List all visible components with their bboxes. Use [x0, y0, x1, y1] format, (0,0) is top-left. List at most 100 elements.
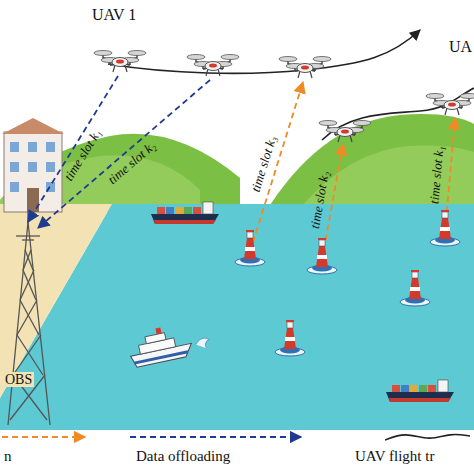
buoy	[307, 238, 337, 274]
ship-bridge	[203, 202, 213, 214]
drone-body	[297, 64, 313, 73]
container	[157, 207, 165, 214]
drone-light	[116, 60, 124, 64]
buoy-body	[409, 278, 421, 299]
rotor	[221, 55, 239, 60]
rotor	[187, 55, 205, 60]
legend-curve	[385, 435, 470, 440]
rotor	[279, 57, 297, 62]
drone-leg	[298, 71, 300, 78]
legend-item: UAV flight tr	[355, 430, 472, 472]
drone-body	[444, 101, 460, 110]
buoy-cap	[411, 270, 419, 272]
drone-body	[205, 62, 221, 71]
legend-text: UAV flight tr	[355, 448, 434, 465]
legend-sample	[2, 430, 90, 444]
legend-arrow	[130, 436, 301, 438]
offload-line	[38, 80, 210, 228]
container	[428, 385, 436, 392]
drone-light	[209, 64, 217, 68]
drone-leg	[206, 69, 208, 76]
drone-light	[301, 66, 309, 70]
buoy-body	[439, 218, 451, 239]
legend-text: Data offloading	[136, 448, 230, 465]
ship-deck	[145, 333, 166, 344]
ship-hull	[151, 214, 219, 224]
buoy-cap	[441, 210, 449, 212]
drone-leg	[113, 65, 115, 72]
uav-label: UA	[449, 38, 472, 56]
drone-leg	[445, 108, 447, 115]
buoy-lamp	[442, 212, 448, 218]
buoy-lamp	[319, 240, 325, 246]
buoy-stripe	[285, 337, 295, 341]
ship-hull	[386, 392, 454, 402]
rotor	[319, 121, 337, 126]
legend-sample	[385, 430, 474, 444]
uav-drone	[426, 94, 474, 116]
buoy-stripe	[440, 227, 450, 231]
buoy-lamp	[247, 232, 253, 238]
station-label: OBS	[3, 372, 34, 387]
ship-hull-stripe	[154, 220, 216, 224]
uav-label: UAV 1	[92, 6, 136, 24]
rotor	[94, 51, 112, 56]
buoy-cap	[286, 320, 294, 322]
flight-trajectory	[322, 88, 474, 140]
rotor	[128, 51, 146, 56]
buoy-stripe	[317, 255, 327, 259]
time-slot-label: time slot k₃	[249, 134, 280, 194]
buoy-cap	[318, 238, 326, 240]
base-station-tower	[8, 212, 50, 425]
container	[184, 207, 192, 214]
buoy	[275, 320, 305, 356]
buoy-stripe	[410, 287, 420, 291]
ship-funnel	[155, 327, 161, 334]
buoy-cap	[246, 230, 254, 232]
legend-ground	[0, 430, 474, 474]
rotor	[460, 94, 474, 99]
ferry-ship	[126, 318, 211, 368]
container	[410, 385, 418, 392]
buoy	[235, 230, 265, 266]
uav-drone	[187, 55, 239, 77]
container	[193, 207, 201, 214]
drone-light	[448, 103, 456, 107]
legend-item: n	[0, 430, 90, 472]
container	[401, 385, 409, 392]
drone-leg	[310, 71, 312, 78]
buoy-body	[284, 328, 296, 349]
container	[175, 207, 183, 214]
ship-bridge	[438, 380, 448, 392]
container	[166, 207, 174, 214]
drone-light	[341, 130, 349, 134]
cargo-ship	[151, 202, 219, 224]
buoy-body	[316, 246, 328, 267]
beach	[0, 204, 112, 398]
buoy	[430, 210, 460, 246]
ship-hull-stripe	[389, 398, 451, 402]
container	[392, 385, 400, 392]
buoy	[400, 270, 430, 306]
drone-leg	[457, 108, 459, 115]
rotor	[353, 121, 371, 126]
buoy-body	[244, 238, 256, 259]
uav-drone	[319, 121, 371, 143]
building-windows	[10, 142, 55, 192]
drone-leg	[350, 135, 352, 142]
drone-leg	[218, 69, 220, 76]
drone-body	[112, 58, 128, 67]
rotor	[313, 57, 331, 62]
hill	[270, 114, 474, 212]
buoy-lamp	[412, 272, 418, 278]
flight-trajectory	[108, 30, 420, 73]
uav-drone	[279, 57, 331, 79]
uav-drone	[94, 51, 146, 73]
sea	[0, 204, 474, 430]
offload-line	[28, 76, 118, 222]
buoy-lamp	[287, 322, 293, 328]
cargo-ship	[386, 380, 454, 402]
building-roof	[2, 118, 64, 134]
